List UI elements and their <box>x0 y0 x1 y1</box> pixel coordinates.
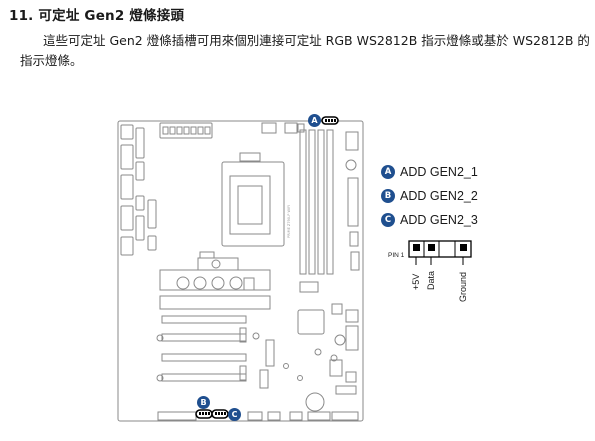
pin-label-5v: +5V <box>411 273 421 290</box>
legend-item-b: B ADD GEN2_2 <box>381 187 478 205</box>
board-silkscreen: PRIME Z790-P WIFI <box>287 204 291 238</box>
board-outline <box>117 120 364 422</box>
pin-label-data: Data <box>426 270 436 290</box>
legend-badge-c: C <box>381 213 395 227</box>
pin-label-ground: Ground <box>458 271 468 302</box>
badge-c-marker: C <box>228 408 241 421</box>
legend-label-b: ADD GEN2_2 <box>400 189 478 203</box>
section-title: 11. 可定址 Gen2 燈條接頭 <box>9 8 185 24</box>
badge-b-marker: B <box>197 396 210 409</box>
badge-a-marker: A <box>308 114 321 127</box>
legend-badge-b: B <box>381 189 395 203</box>
section-description: 這些可定址 Gen2 燈條插槽可用來個別連接可定址 RGB WS2812B 指示… <box>20 33 590 68</box>
legend-label-c: ADD GEN2_3 <box>400 213 478 227</box>
legend-item-c: C ADD GEN2_3 <box>381 211 478 229</box>
legend-badge-a: A <box>381 165 395 179</box>
legend-label-a: ADD GEN2_1 <box>400 165 478 179</box>
pinout-connector <box>408 240 472 265</box>
legend-item-a: A ADD GEN2_1 <box>381 163 478 181</box>
pin1-label: PIN 1 <box>388 252 405 259</box>
